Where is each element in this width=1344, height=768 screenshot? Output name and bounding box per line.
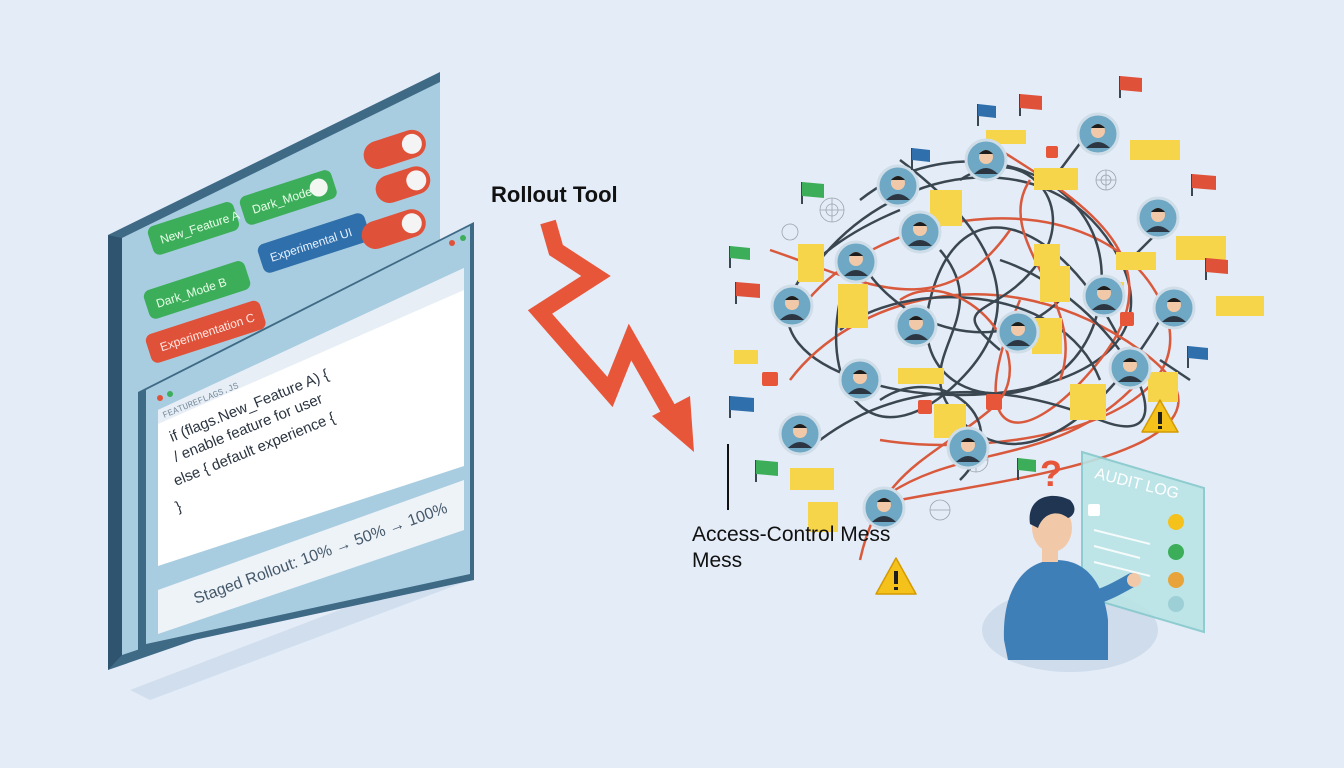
user-avatar-icon [862, 486, 906, 530]
tangled-network: ? [729, 76, 1264, 595]
user-avatar-icon [1136, 196, 1180, 240]
flag-icon [755, 460, 778, 482]
flag-icon [1205, 258, 1228, 280]
question-mark-icon: ? [1040, 453, 1062, 494]
window-control-icon [449, 240, 455, 246]
flag-icon [729, 396, 754, 418]
access-control-label: Access-Control Mess Mess [692, 522, 952, 574]
flag-icon [1191, 174, 1216, 196]
user-avatar-icon [1076, 112, 1120, 156]
flag-icon [1187, 346, 1208, 368]
lock-icon [762, 372, 778, 386]
check-icon [1168, 544, 1184, 560]
flag-icon [1019, 94, 1042, 116]
flag-icon [1119, 76, 1142, 98]
user-avatar-icon [898, 210, 942, 254]
window-control-icon [460, 235, 466, 241]
access-control-label-line2: Mess [692, 549, 743, 572]
user-avatar-icon [770, 284, 814, 328]
warning-icon [1141, 399, 1179, 433]
lock-icon [1120, 312, 1134, 326]
user-avatar-icon [1082, 274, 1126, 318]
user-avatar-icon [946, 426, 990, 470]
flag-icon [977, 104, 996, 126]
flag-icon [735, 282, 760, 304]
lock-icon [1046, 146, 1058, 158]
toggle-switch-icon[interactable] [372, 163, 434, 207]
toggle-switch-icon[interactable] [360, 126, 430, 172]
code-line: } [173, 498, 184, 516]
zigzag-arrow-icon [527, 219, 694, 452]
user-avatar-icon [778, 412, 822, 456]
person-icon [1003, 495, 1141, 660]
user-avatar-icon [1152, 286, 1196, 330]
flag-icon [1017, 458, 1036, 480]
toggle-switch-icon[interactable] [358, 206, 429, 253]
rollout-tool-label: Rollout Tool [491, 182, 618, 207]
user-avatar-icon [1108, 346, 1152, 390]
lock-icon-list [762, 146, 1134, 414]
flag-icon [729, 246, 750, 268]
flag-icon [801, 182, 824, 204]
alert-icon [1168, 572, 1184, 588]
warning-icon [1168, 514, 1184, 530]
user-avatar-icon [964, 138, 1008, 182]
info-icon [1168, 596, 1184, 612]
lock-icon [918, 400, 932, 414]
user-avatar-icon [996, 310, 1040, 354]
user-avatar-icon [894, 304, 938, 348]
user-avatar-icon [838, 358, 882, 402]
flag-icon-list [729, 76, 1228, 482]
user-avatar-icon [834, 240, 878, 284]
lock-icon [1088, 504, 1100, 516]
toggle-knob-icon [309, 178, 328, 197]
flag-icon [911, 148, 930, 170]
code-window: FEATUREFLAGS.JS if (flags.New_Feature A)… [138, 222, 474, 652]
user-avatar-list [770, 112, 1196, 530]
user-avatar-icon [876, 164, 920, 208]
access-control-label-line1: Access-Control Mess [692, 523, 891, 546]
warning-icon [875, 557, 917, 595]
lock-icon [986, 394, 1002, 410]
audit-scene: AUDIT LOG [982, 450, 1205, 672]
